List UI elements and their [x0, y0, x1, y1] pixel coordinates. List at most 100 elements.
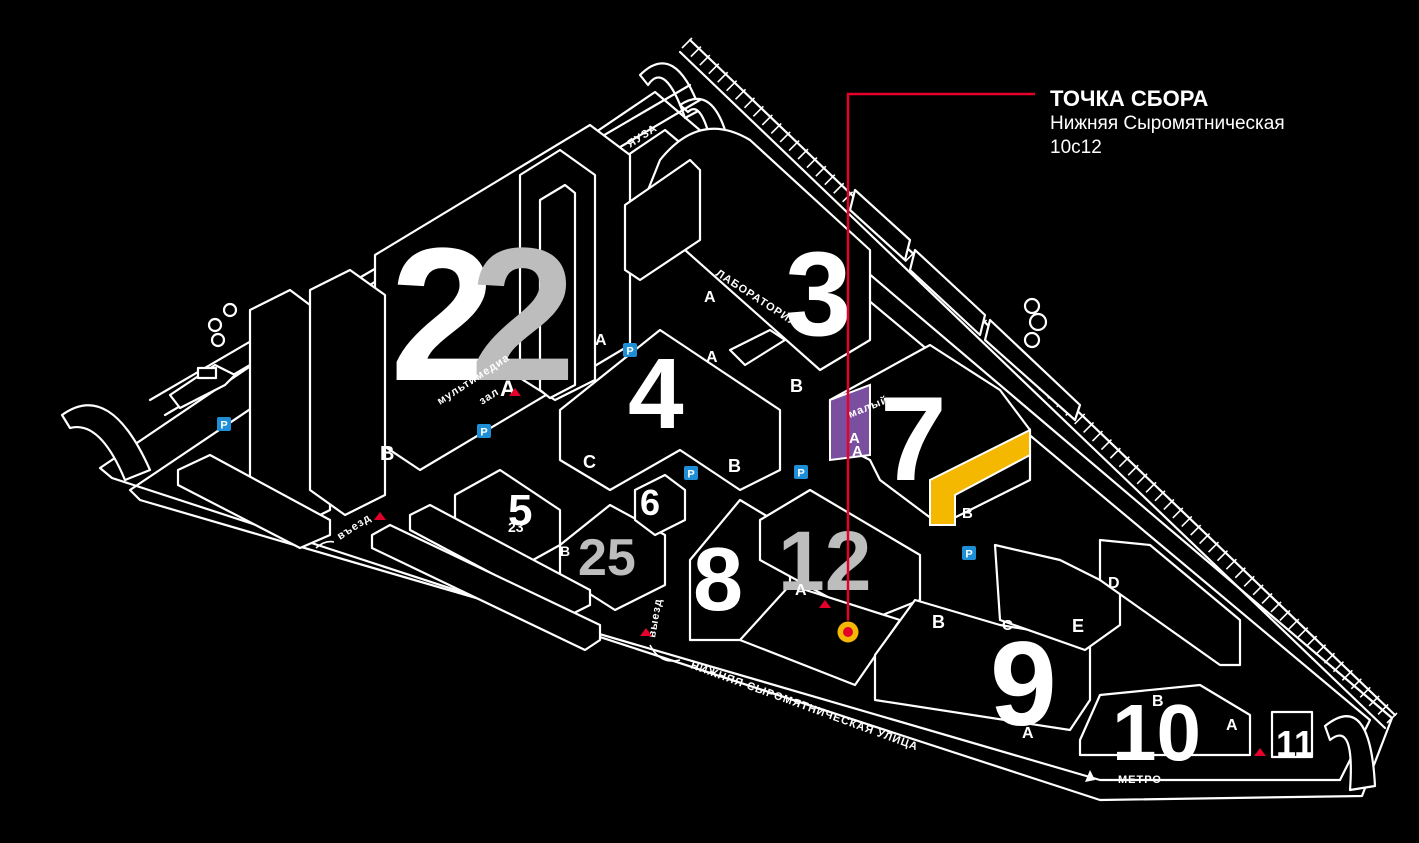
parking-icon: P	[217, 417, 231, 432]
entrance-arrow-icon	[509, 388, 1266, 756]
rail-tie	[1172, 507, 1184, 519]
callout-title: ТОЧКА СБОРА	[1050, 86, 1209, 111]
rail-tie	[779, 131, 791, 143]
meeting-point-callout: ТОЧКА СБОРА Нижняя Сыромятническая 10с12	[1050, 86, 1285, 160]
building-7[interactable]: 7 малый A A B	[828, 343, 1032, 527]
entry-label: въезд	[335, 512, 373, 543]
rail-tie	[752, 105, 764, 117]
rail-tie	[1118, 456, 1130, 468]
rail-tie	[1207, 541, 1220, 553]
building-2[interactable]: 2 2 B A мультимедиа зал	[248, 123, 632, 532]
callout-address-line2: 10с12	[1050, 137, 1102, 158]
metro-label: МЕТРО	[1118, 774, 1162, 786]
building-10[interactable]: 10 B A	[1078, 683, 1252, 777]
svg-text:B: B	[728, 456, 741, 476]
rail-tie	[1315, 644, 1327, 656]
building-6-number: 6	[640, 482, 660, 523]
rail-tie	[734, 88, 747, 100]
svg-text:A: A	[795, 582, 807, 599]
rail-tie	[761, 114, 773, 126]
rail-tie	[1216, 550, 1229, 562]
building-4-letter-c: C	[583, 452, 596, 472]
rail-tie	[690, 45, 702, 58]
rail-tie	[833, 182, 845, 194]
rail-tie	[1243, 575, 1255, 587]
rail-tie	[717, 71, 729, 83]
territory-outline	[98, 90, 1394, 802]
building-2-letter-a: A	[500, 376, 516, 401]
building-11-number: 11	[1276, 723, 1314, 764]
rail-tie	[1199, 533, 1211, 545]
meeting-point[interactable]	[836, 92, 1035, 644]
building-6[interactable]: 6	[633, 473, 687, 537]
rail-tie	[1332, 661, 1345, 673]
building-3-letter-b: B	[790, 376, 803, 396]
rail-tie	[1306, 635, 1318, 647]
rail-tie	[1109, 447, 1121, 459]
rail-tie	[1288, 618, 1300, 630]
parking-label: P	[687, 469, 694, 481]
svg-text:C: C	[1002, 617, 1013, 634]
building-2-letter-b: B	[380, 443, 394, 465]
rail-tie	[743, 97, 756, 109]
building-11[interactable]: 11	[1270, 710, 1314, 764]
parking-label: P	[797, 468, 804, 480]
svg-text:2: 2	[470, 209, 576, 421]
parking-label: P	[480, 427, 487, 439]
rail-tie	[1234, 567, 1246, 579]
callout-address-line1: Нижняя Сыромятническая	[1050, 113, 1285, 134]
svg-text:A: A	[1226, 717, 1238, 734]
rail-tie	[1181, 515, 1193, 528]
building-7-number: 7	[880, 372, 947, 506]
building-9[interactable]: 9 B C E D A	[873, 538, 1242, 751]
metro-marker: МЕТРО	[1085, 770, 1162, 786]
building-4-number: 4	[628, 338, 684, 450]
rail-tie	[699, 54, 711, 66]
building-5-number: 5	[508, 486, 532, 535]
building-3-letter-a: A	[704, 289, 716, 306]
svg-text:B: B	[962, 505, 973, 522]
building-3[interactable]: 3 B A A A ЛАБОРАТОРИЯ	[595, 127, 872, 396]
rail-tie	[1074, 413, 1086, 425]
parking-icon: P	[794, 465, 808, 480]
building-9-letter-e: E	[1072, 616, 1084, 636]
rail-tie	[1368, 695, 1380, 707]
rail-tie	[797, 148, 809, 160]
building-4[interactable]: 4 C B	[558, 328, 787, 492]
rail-tie	[1091, 430, 1104, 442]
svg-text:B: B	[560, 543, 570, 559]
building-25[interactable]: 25 B	[558, 503, 667, 612]
building-9-number: 9	[990, 617, 1057, 751]
rail-tie	[1154, 490, 1166, 502]
building-10-number: 10	[1112, 688, 1201, 777]
rail-tie	[726, 80, 738, 92]
parking-icon: P	[477, 424, 491, 439]
rail-tie	[1127, 464, 1139, 476]
rail-tie	[1279, 609, 1291, 622]
train	[848, 188, 1082, 422]
rail-tie	[1252, 584, 1264, 596]
tunnel-arches	[60, 62, 1377, 792]
rail-tie	[1083, 421, 1095, 434]
rail-tie	[770, 122, 782, 135]
parking-icon: P	[623, 343, 637, 358]
rail-tie	[1297, 626, 1309, 639]
rail-tie	[1350, 678, 1362, 690]
rail-tie	[1359, 686, 1371, 698]
parking-icon: P	[962, 546, 976, 561]
building-12-number: 12	[778, 514, 871, 608]
rail-tie	[815, 165, 827, 177]
rail-tie	[1136, 473, 1148, 485]
parking-icon: P	[684, 466, 698, 481]
svg-text:A: A	[852, 443, 863, 460]
rail-tie	[824, 174, 836, 186]
svg-text:A: A	[595, 332, 607, 349]
building-8-number: 8	[693, 530, 743, 630]
building-12[interactable]: 12 A	[738, 488, 922, 687]
svg-text:A: A	[849, 430, 860, 447]
rail-tie	[1341, 669, 1353, 681]
rail-tie	[1323, 652, 1336, 664]
rail-tie	[806, 157, 818, 169]
building-2-number: 2	[390, 209, 496, 421]
